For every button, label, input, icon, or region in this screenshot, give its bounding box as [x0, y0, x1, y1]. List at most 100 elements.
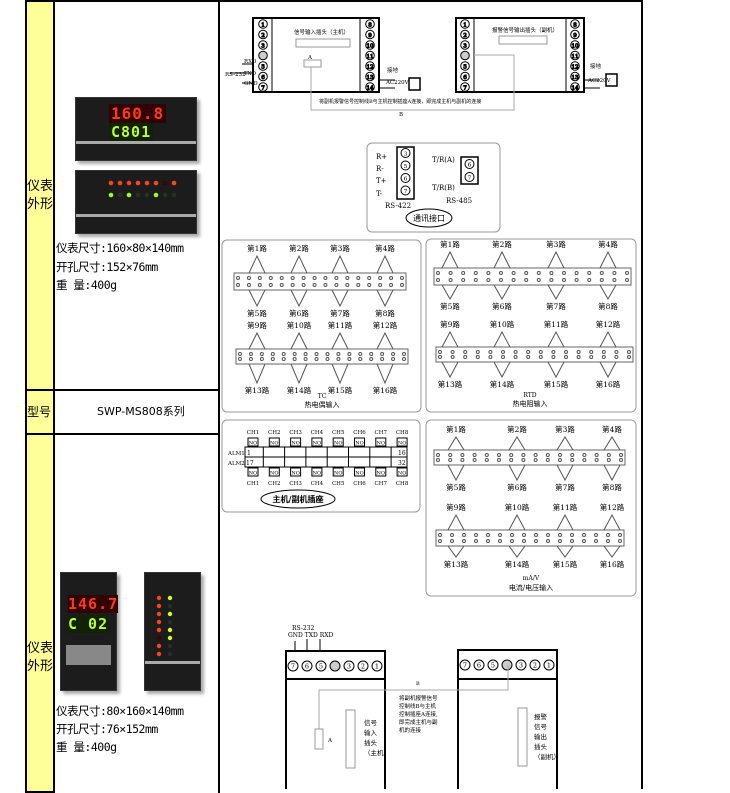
- channel-label-bottom: CH3: [289, 481, 302, 487]
- mav-terminal: [606, 453, 611, 457]
- tc-terminal: [380, 352, 385, 356]
- relay-no-label: NO: [291, 471, 299, 477]
- tc-terminal: [323, 276, 328, 280]
- alarm-led: [156, 635, 162, 641]
- rs422-terminal-circle: [400, 173, 411, 183]
- channel-label-top: CH5: [332, 430, 345, 436]
- relay-no-box: [290, 467, 302, 477]
- mav-terminal: [594, 458, 599, 462]
- rtd-channel-label: 第10路: [490, 319, 515, 329]
- rtd-terminal: [448, 278, 453, 282]
- slave-box-vertical: [457, 649, 558, 789]
- rtd-terminal: [549, 278, 554, 282]
- mav-terminal: [450, 539, 454, 543]
- master-terminal-circle: [365, 82, 375, 92]
- rtd-sensor-wire: [441, 250, 459, 301]
- rtd-terminal: [599, 278, 604, 282]
- tc-terminal: [402, 357, 406, 361]
- slave-terminal: 9: [573, 33, 577, 39]
- rtd-channel-label: 第6路: [492, 301, 512, 311]
- tc-terminal: [301, 283, 306, 287]
- relay-no-label: NO: [249, 441, 257, 447]
- mav-sensor-wire: [556, 513, 574, 558]
- channel-label-top: CH2: [268, 430, 281, 436]
- tc-channel-label: 第5路: [247, 308, 267, 318]
- mav-terminal: [486, 539, 490, 543]
- signal-input-plug: [345, 709, 356, 769]
- alarm-led: [156, 611, 162, 617]
- mav-terminal: [606, 539, 610, 543]
- master-terminal: 8: [368, 23, 372, 29]
- tc-terminal: [257, 283, 262, 287]
- tc-terminal: [391, 357, 396, 361]
- master-terminal-circle: [371, 660, 383, 672]
- master-terminal-circle: [258, 29, 268, 40]
- tc-terminal-strip: [233, 272, 407, 291]
- connection-note-line: 机的连接: [399, 726, 422, 734]
- mav-terminal: [484, 453, 489, 457]
- slave-terminal: 3: [463, 44, 467, 50]
- slave-terminal: 1: [463, 23, 467, 29]
- tc-terminal: [238, 357, 242, 361]
- tc-sensor-wire: [331, 331, 349, 385]
- mav-channel-label: 第13路: [444, 559, 469, 569]
- slave-terminal-circle: [570, 61, 580, 71]
- mav-terminal: [497, 453, 501, 457]
- master-terminal-circle: [365, 61, 375, 71]
- alm2-label: ALM2: [227, 461, 245, 467]
- tc-terminal: [257, 276, 262, 280]
- panel-strip: [76, 214, 196, 217]
- pin-17: 17: [246, 460, 254, 467]
- mav-terminal: [436, 458, 440, 462]
- rtd-terminal: [463, 350, 468, 354]
- tc-channel-label: 第6路: [289, 308, 309, 318]
- tc-terminal: [356, 283, 361, 287]
- master-terminal-circle: [357, 660, 369, 672]
- mav-terminal: [545, 458, 550, 462]
- pv-display: 160.8: [109, 104, 167, 123]
- tc-terminal: [248, 357, 253, 361]
- channel-label-top: CH1: [247, 430, 260, 436]
- mav-terminal: [484, 458, 489, 462]
- master-terminal-circle: [258, 71, 268, 82]
- mav-channel-label: 第15路: [553, 559, 578, 569]
- channel-label-top: CH4: [311, 430, 324, 436]
- tc-terminal: [290, 283, 295, 287]
- rtd-terminal: [513, 350, 518, 354]
- rtd-channel-label: 第3路: [546, 239, 566, 249]
- alarm-led: [171, 192, 177, 198]
- mav-terminal: [570, 533, 574, 537]
- comm-title: 通讯接口: [413, 213, 445, 223]
- mav-sensor-wire: [508, 513, 526, 558]
- tc-terminal: [334, 283, 339, 287]
- rtd-channel-label: 第9路: [440, 319, 460, 329]
- relay-no-box: [332, 467, 344, 477]
- mav-channel-label: 第9路: [446, 502, 466, 512]
- mav-terminal: [472, 458, 477, 462]
- relay-no-box: [375, 467, 387, 477]
- slave-plug-label: 输出: [534, 732, 547, 741]
- rtd-terminal: [473, 271, 478, 275]
- mav-terminal: [570, 453, 575, 457]
- relay-no-box: [247, 467, 259, 477]
- rtd-terminal: [463, 355, 468, 359]
- tc-channel-label: 第11路: [328, 320, 353, 330]
- rtd-title: 热电阻输入: [513, 399, 548, 408]
- mav-terminal: [522, 533, 526, 537]
- master-terminal: 1: [261, 23, 265, 29]
- rtd-terminal: [612, 271, 617, 275]
- master-terminal: 6: [305, 663, 309, 671]
- sv-display: C 02: [68, 615, 109, 633]
- tc-terminal: [378, 276, 383, 280]
- rtd-terminal: [436, 278, 440, 282]
- alarm-led: [156, 643, 162, 649]
- mav-terminal: [533, 458, 538, 462]
- mav-terminal: [472, 453, 477, 457]
- meter-horizontal-main: 160.8 C801: [75, 97, 197, 161]
- tc-terminal: [270, 352, 275, 356]
- mav-sensor-wire: [447, 513, 465, 558]
- slave-terminal-circle: [460, 50, 470, 61]
- socket-title-ellipse: [260, 489, 336, 509]
- slave-terminal-circle: [570, 82, 580, 92]
- tc-terminal: [246, 283, 251, 287]
